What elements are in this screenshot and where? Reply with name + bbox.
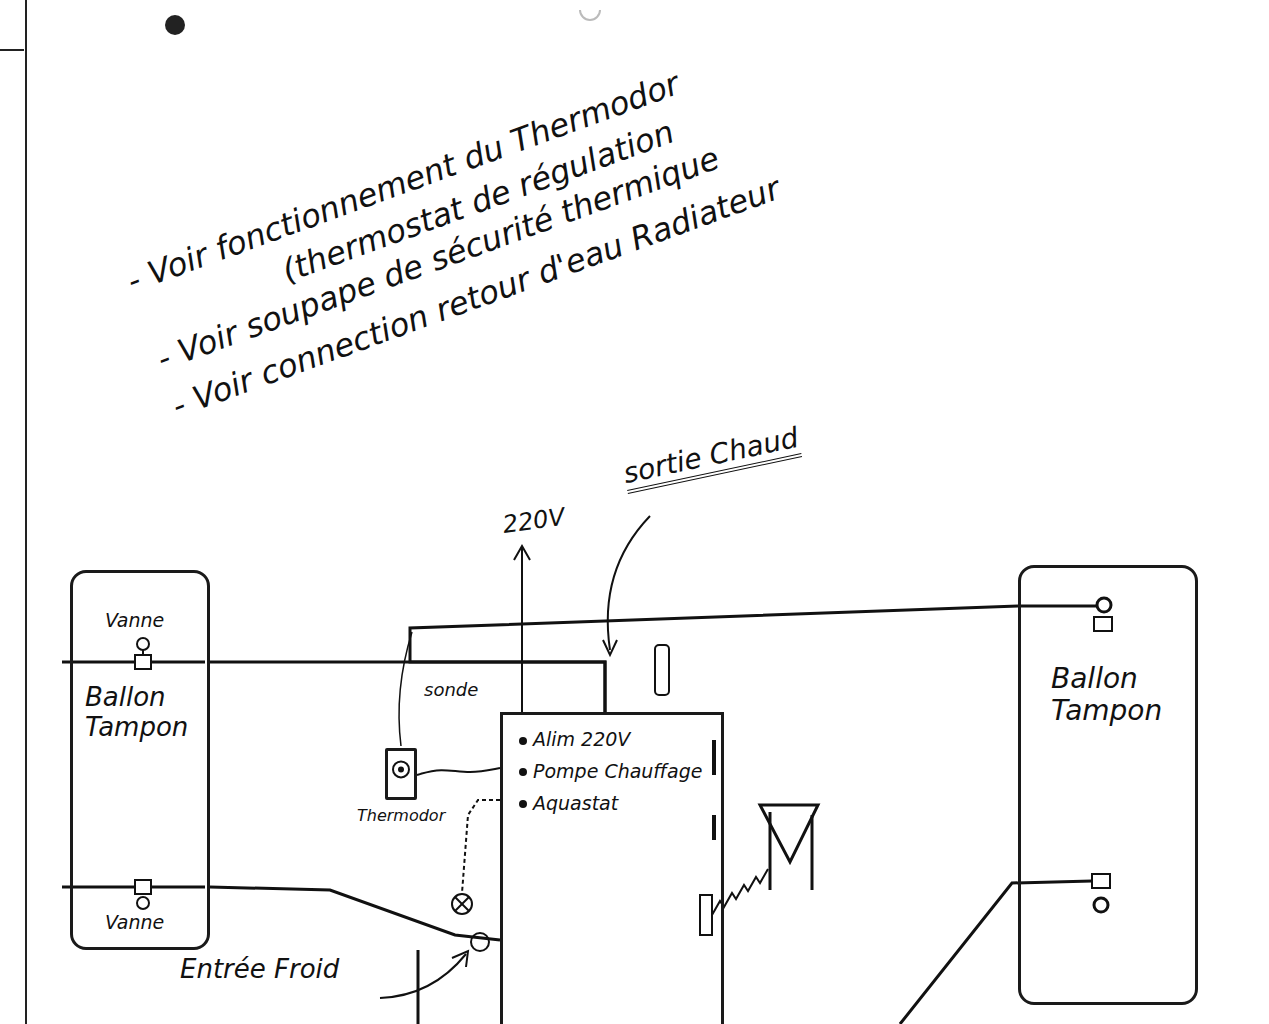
pipe bbox=[62, 886, 205, 889]
pipe bbox=[210, 662, 605, 712]
control-wire bbox=[417, 768, 500, 775]
door-hinge bbox=[712, 740, 716, 775]
punch-hole bbox=[165, 15, 185, 35]
leader-line bbox=[608, 516, 650, 650]
wire bbox=[462, 800, 500, 893]
pump-symbol bbox=[455, 897, 469, 911]
probe-label: sonde bbox=[424, 680, 478, 701]
valve-symbol bbox=[1092, 874, 1110, 888]
coil-symbol bbox=[712, 869, 768, 915]
pipe-label: Entrée Froid bbox=[180, 955, 339, 985]
leader-line bbox=[380, 954, 466, 998]
valve-symbol bbox=[1094, 617, 1112, 631]
punch-hole bbox=[580, 10, 600, 20]
pump-symbol bbox=[455, 897, 469, 911]
arrowhead bbox=[452, 951, 468, 967]
funnel-symbol bbox=[811, 815, 814, 890]
device-label: Thermodor bbox=[357, 807, 445, 825]
valve-symbol bbox=[137, 897, 149, 909]
flue-symbol bbox=[655, 645, 669, 695]
valve-label: Vanne bbox=[105, 912, 164, 934]
valve-symbol bbox=[1094, 898, 1108, 912]
door-hinge bbox=[712, 815, 716, 840]
margin-tick bbox=[0, 49, 24, 51]
pipe bbox=[417, 950, 420, 1024]
power-wire bbox=[521, 548, 523, 712]
pump-symbol bbox=[452, 894, 472, 914]
pipe-label: sortie Chaud bbox=[620, 422, 802, 494]
pipe bbox=[1018, 605, 1096, 608]
valve-symbol bbox=[135, 880, 151, 894]
arrowhead bbox=[603, 640, 617, 655]
funnel-symbol bbox=[769, 812, 772, 890]
pipe bbox=[210, 887, 500, 940]
arrowhead bbox=[514, 546, 530, 560]
outlet-symbol bbox=[700, 895, 712, 935]
terminal-label: Aquastat bbox=[519, 793, 618, 815]
valve-symbol bbox=[1097, 598, 1111, 612]
valve-label: Vanne bbox=[105, 610, 164, 632]
tank-label: Ballon Tampon bbox=[1051, 663, 1165, 727]
terminal-label: Alim 220V bbox=[519, 729, 630, 751]
voltage-label: 220V bbox=[501, 504, 566, 540]
pipe bbox=[62, 661, 205, 664]
pipe bbox=[410, 606, 1018, 712]
margin-line bbox=[25, 0, 27, 1024]
tank-label: Ballon Tampon bbox=[85, 683, 195, 743]
thermostat-box: Thermodor bbox=[385, 748, 417, 800]
boiler-box: Alim 220V Pompe ChauffageAquastat bbox=[500, 712, 724, 1024]
dial-symbol bbox=[398, 766, 404, 772]
dial-symbol bbox=[388, 751, 414, 797]
valve-symbol bbox=[137, 638, 149, 650]
valve-symbol bbox=[135, 655, 151, 669]
buffer-tank: Ballon Tampon bbox=[1018, 565, 1198, 1005]
terminal-label: Pompe Chauffage bbox=[519, 761, 702, 783]
dial-symbol bbox=[393, 761, 409, 777]
